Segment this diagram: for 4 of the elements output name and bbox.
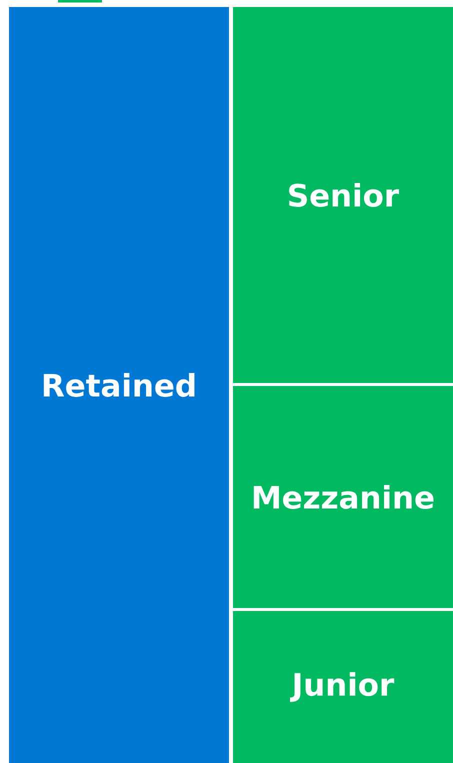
tranche-block: Junior (233, 611, 453, 763)
retained-block: Retained (9, 7, 229, 763)
tranche-block: Senior (233, 7, 453, 383)
tranche-block: Mezzanine (233, 386, 453, 608)
